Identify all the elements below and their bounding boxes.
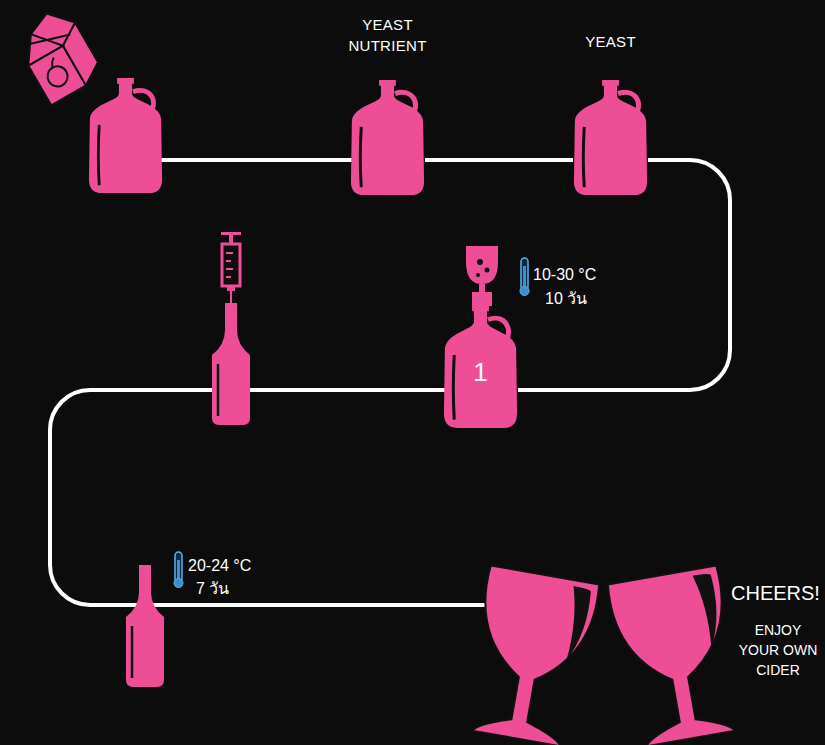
jug-node: YEAST [573,80,648,197]
flow-line [150,158,354,162]
duration-label: 7 วัน [196,579,229,599]
flow-line [425,158,573,162]
jug-node: YEAST NUTRIENT [350,80,425,197]
jug-shape [350,80,425,197]
tagline: ENJOY YOUR OWN CIDER [736,620,820,680]
jug-node: 1 [443,305,518,430]
temperature-label: 20-24 °C [188,556,251,576]
step-number: 1 [443,357,518,387]
jug-shape [573,80,648,197]
step-heading: YEAST [551,31,671,52]
step-heading: YEAST NUTRIENT [328,14,448,56]
bottle [212,303,250,425]
thermometer [174,552,183,588]
jug [89,78,162,193]
bottle [126,565,164,687]
duration-label: 10 วัน [545,289,587,309]
wine-glass [461,565,600,745]
thermometer [520,258,529,296]
wine-glass [607,565,746,745]
juice-carton [10,3,105,105]
cheers-heading: CHEERS! [731,581,820,605]
airlock [466,246,498,306]
temperature-label: 10-30 °C [533,265,596,285]
syringe [221,232,241,303]
